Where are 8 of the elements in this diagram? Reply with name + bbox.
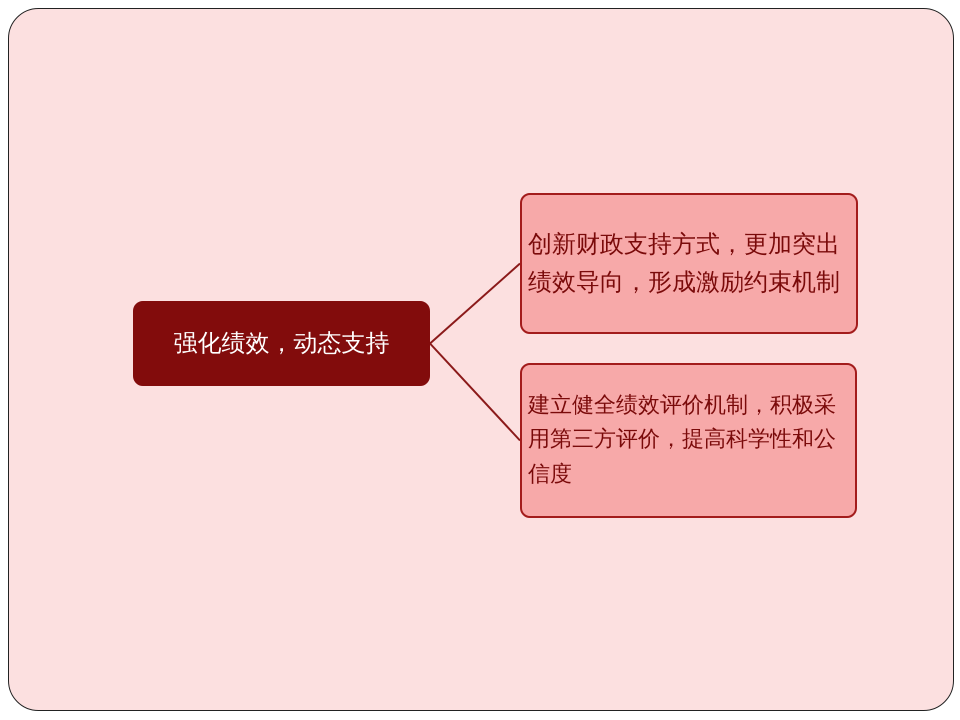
node-text: 创新财政支持方式，更加突出绩效导向，形成激励约束机制 [528,229,841,298]
node-text: 强化绩效，动态支持 [174,328,390,359]
connector-line [429,262,521,344]
connector-line [429,342,521,442]
node-text: 建立健全绩效评价机制，积极采用第三方评价，提高科学性和公信度 [528,392,837,489]
subtopic-box [520,363,857,518]
topic-box [133,301,430,386]
subtopic-box [520,193,858,334]
